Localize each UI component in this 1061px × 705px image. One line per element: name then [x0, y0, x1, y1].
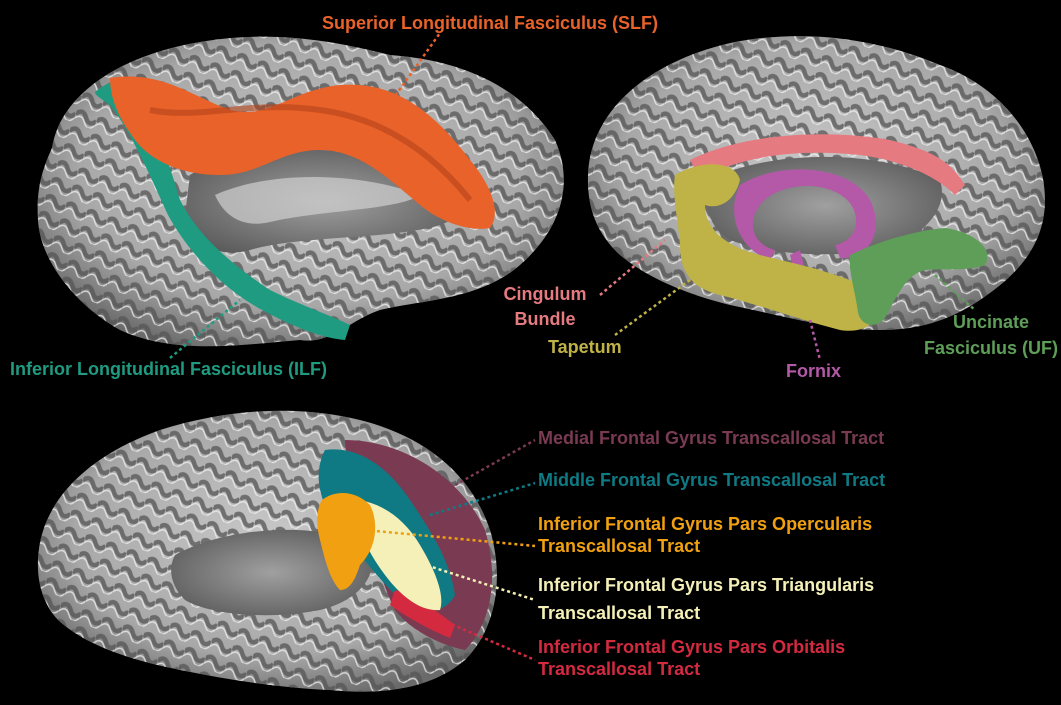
- opercularis-label-line2: Transcallosal Tract: [538, 535, 872, 557]
- triangularis-label-line1: Inferior Frontal Gyrus Pars Triangularis: [538, 574, 874, 596]
- uncinate-label-line1: Uncinate: [924, 311, 1058, 333]
- opercularis-label: Inferior Frontal Gyrus Pars Opercularis …: [538, 513, 872, 557]
- opercularis-label-line1: Inferior Frontal Gyrus Pars Opercularis: [538, 513, 872, 535]
- ilf-label: Inferior Longitudinal Fasciculus (ILF): [10, 358, 327, 380]
- uncinate-label: Uncinate Fasciculus (UF): [924, 311, 1058, 359]
- tapetum-label: Tapetum: [548, 336, 622, 358]
- orbitalis-label-line2: Transcallosal Tract: [538, 658, 845, 680]
- fornix-label: Fornix: [786, 360, 841, 382]
- orbitalis-label: Inferior Frontal Gyrus Pars Orbitalis Tr…: [538, 636, 845, 680]
- triangularis-label: Inferior Frontal Gyrus Pars Triangularis…: [538, 574, 874, 624]
- uncinate-label-line2: Fasciculus (UF): [924, 337, 1058, 359]
- cingulum-label-line1: Cingulum: [490, 283, 600, 305]
- cingulum-label: Cingulum Bundle: [490, 283, 600, 330]
- slf-label: Superior Longitudinal Fasciculus (SLF): [322, 12, 658, 34]
- medial-frontal-label: Medial Frontal Gyrus Transcallosal Tract: [538, 427, 884, 449]
- brain-bottom: [38, 411, 535, 692]
- brain-top-left: [38, 33, 564, 358]
- middle-frontal-label: Middle Frontal Gyrus Transcallosal Tract: [538, 469, 885, 491]
- cingulum-label-line2: Bundle: [490, 308, 600, 330]
- orbitalis-label-line1: Inferior Frontal Gyrus Pars Orbitalis: [538, 636, 845, 658]
- triangularis-label-line2: Transcallosal Tract: [538, 602, 874, 624]
